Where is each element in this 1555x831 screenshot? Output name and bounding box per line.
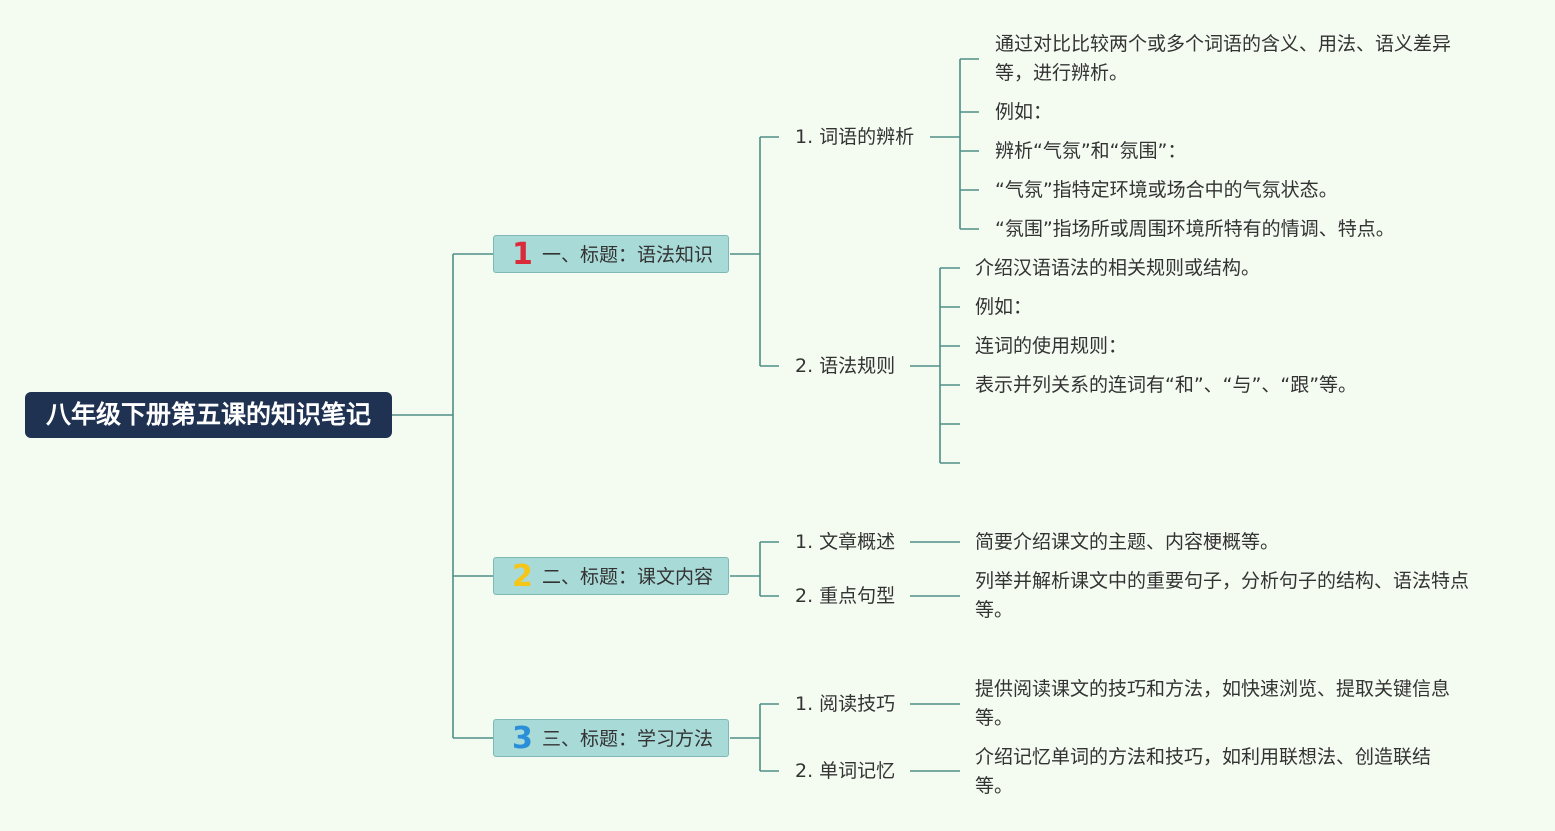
- leaf-2-2-1[interactable]: 列举并解析课文中的重要句子，分析句子的结构、语法特点等。: [975, 570, 1470, 621]
- topic-1[interactable]: 1 一、标题：语法知识: [493, 235, 729, 273]
- root-topic[interactable]: 八年级下册第五课的知识笔记: [25, 392, 392, 438]
- leaf-1-2-4[interactable]: 表示并列关系的连词有“和”、“与”、“跟”等。: [975, 374, 1358, 396]
- leaf-1-1-2[interactable]: 例如：: [995, 101, 1053, 123]
- topic-1-label: 一、标题：语法知识: [542, 244, 714, 266]
- leaf-1-1-1[interactable]: 通过对比比较两个或多个词语的含义、用法、语义差异等，进行辨析。: [995, 33, 1452, 84]
- subtopic-2-1[interactable]: 1. 文章概述: [795, 531, 896, 553]
- topic2-connector: [730, 541, 779, 597]
- leaf-3-1-1[interactable]: 提供阅读课文的技巧和方法，如快速浏览、提取关键信息等。: [975, 678, 1451, 729]
- sub-1-1-connector: [930, 58, 979, 230]
- subtopic-1-1[interactable]: 1. 词语的辨析: [795, 126, 915, 148]
- subtopic-3-1[interactable]: 1. 阅读技巧: [795, 693, 896, 715]
- leaf-1-2-1[interactable]: 介绍汉语语法的相关规则或结构。: [975, 257, 1261, 279]
- topic-3-label: 三、标题：学习方法: [542, 728, 714, 750]
- leaf-1-1-3[interactable]: 辨析“气氛”和“氛围”：: [995, 140, 1187, 162]
- topic-3[interactable]: 3 三、标题：学习方法: [493, 719, 729, 757]
- leaf-1-1-5[interactable]: “氛围”指场所或周围环境所特有的情调、特点。: [995, 218, 1395, 240]
- subtopic-2-2[interactable]: 2. 重点句型: [795, 585, 896, 607]
- sub-1-2-connector: [910, 267, 960, 464]
- topic3-connector: [730, 703, 779, 772]
- topic-1-number-icon: 1: [512, 237, 533, 272]
- leaf-1-2-3[interactable]: 连词的使用规则：: [975, 335, 1128, 357]
- topic-3-number-icon: 3: [512, 721, 533, 756]
- topic-2-number-icon: 2: [512, 559, 533, 594]
- root-to-topics-connector: [392, 253, 493, 739]
- leaf-2-1-1[interactable]: 简要介绍课文的主题、内容梗概等。: [975, 531, 1280, 553]
- leaf-1-2-2[interactable]: 例如：: [975, 296, 1033, 318]
- leaf-1-1-4[interactable]: “气氛”指特定环境或场合中的气氛状态。: [995, 179, 1338, 201]
- subtopic-3-2[interactable]: 2. 单词记忆: [795, 760, 896, 782]
- subtopic-1-2[interactable]: 2. 语法规则: [795, 355, 896, 377]
- topic-2[interactable]: 2 二、标题：课文内容: [493, 557, 729, 595]
- topic-2-label: 二、标题：课文内容: [542, 566, 714, 588]
- topic1-connector: [730, 136, 779, 367]
- leaf-3-2-1[interactable]: 介绍记忆单词的方法和技巧，如利用联想法、创造联结等。: [975, 746, 1432, 797]
